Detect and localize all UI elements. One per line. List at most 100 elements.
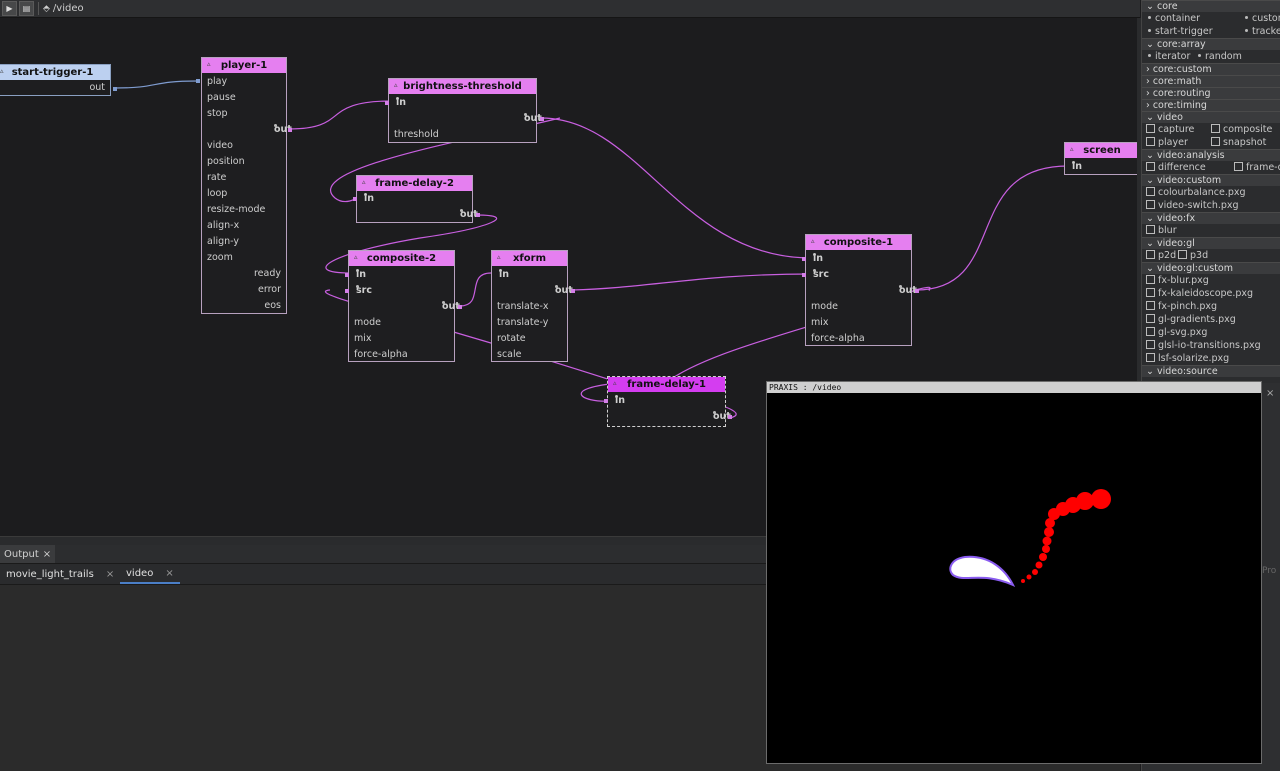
palette-category-core-routing[interactable]: › core:routing [1142, 87, 1280, 99]
node-header[interactable]: ▵composite-2 [349, 251, 454, 266]
port-in[interactable]: in [615, 395, 626, 406]
palette-item[interactable]: gl-gradients.pxg [1146, 313, 1236, 326]
collapse-icon[interactable]: ▵ [394, 81, 398, 89]
port-mix[interactable]: mix [354, 333, 372, 344]
tab-movie-light-trails[interactable]: movie_light_trails × [0, 564, 120, 584]
palette-category-video-source[interactable]: ⌄ video:source [1142, 365, 1280, 377]
close-icon[interactable]: × [1266, 388, 1275, 399]
node-frame-delay-1[interactable]: ▵frame-delay-1 in out [604, 376, 732, 427]
port-mix[interactable]: mix [811, 317, 829, 328]
port-stop[interactable]: stop [207, 108, 228, 119]
port-out[interactable]: out [460, 209, 478, 220]
port-eos[interactable]: eos [264, 300, 281, 311]
palette-item[interactable]: fx-kaleidoscope.pxg [1146, 287, 1253, 300]
port-ready[interactable]: ready [253, 268, 281, 279]
port-connector[interactable] [345, 289, 349, 293]
palette-item[interactable]: iterator [1146, 50, 1190, 63]
palette-category-core-timing[interactable]: › core:timing [1142, 99, 1280, 111]
port-zoom[interactable]: zoom [207, 252, 233, 263]
video-preview-window[interactable]: PRAXIS : /video [766, 381, 1262, 764]
port-mode[interactable]: mode [354, 317, 381, 328]
port-connector[interactable] [196, 79, 200, 83]
port-in[interactable]: in [364, 193, 375, 204]
port-threshold[interactable]: threshold [394, 129, 439, 140]
port-resize-mode[interactable]: resize-mode [207, 204, 266, 215]
palette-category-core-math[interactable]: › core:math [1142, 75, 1280, 87]
node-start-trigger[interactable]: ▵start-trigger-1 out [0, 64, 117, 96]
palette-item[interactable]: composite [1211, 123, 1272, 136]
palette-item[interactable]: container [1146, 12, 1200, 25]
port-connector[interactable] [802, 273, 806, 277]
play-icon[interactable]: ▶ [2, 1, 17, 16]
port-loop[interactable]: loop [207, 188, 228, 199]
tab-video[interactable]: video × [120, 564, 180, 584]
palette-item[interactable]: random [1196, 50, 1242, 63]
palette-category-core-array[interactable]: ⌄ core:array [1142, 38, 1280, 50]
port-pause[interactable]: pause [207, 92, 236, 103]
port-connector[interactable] [604, 399, 608, 403]
collapse-icon[interactable]: ▵ [0, 67, 4, 75]
port-connector[interactable] [345, 273, 349, 277]
port-force-alpha[interactable]: force-alpha [354, 349, 408, 360]
palette-item[interactable]: start-trigger [1146, 25, 1213, 38]
palette-item[interactable]: gl-svg.pxg [1146, 326, 1207, 339]
port-connector[interactable] [728, 415, 732, 419]
node-screen[interactable]: ▵screen in [1064, 142, 1140, 175]
palette-item[interactable]: fx-blur.pxg [1146, 274, 1209, 287]
port-connector[interactable] [288, 128, 292, 132]
collapse-icon[interactable]: ▵ [207, 60, 211, 68]
port-error[interactable]: error [258, 284, 281, 295]
port-connector[interactable] [540, 117, 544, 121]
save-icon[interactable]: ▤ [19, 1, 34, 16]
graph-scrollbar[interactable] [1137, 18, 1141, 536]
node-xform[interactable]: ▵xform in out translate-x translate-y ro… [491, 250, 575, 362]
palette-item[interactable]: fx-pinch.pxg [1146, 300, 1217, 313]
palette-item[interactable]: video-switch.pxg [1146, 199, 1239, 212]
port-out[interactable]: out [555, 285, 573, 296]
port-connector[interactable] [571, 289, 575, 293]
port-connector[interactable] [915, 289, 919, 293]
port-connector[interactable] [353, 197, 357, 201]
node-composite-2[interactable]: ▵composite-2 in src out mode mix force-a… [345, 250, 462, 362]
port-connector[interactable] [113, 87, 117, 91]
port-video[interactable]: video [207, 140, 233, 151]
palette-category-video-gl[interactable]: ⌄ video:gl [1142, 237, 1280, 249]
node-header[interactable]: ▵start-trigger-1 [0, 65, 110, 80]
palette-item[interactable]: blur [1146, 224, 1177, 237]
port-mode[interactable]: mode [811, 301, 838, 312]
port-in[interactable]: in [1072, 161, 1083, 172]
node-header[interactable]: ▵composite-1 [806, 235, 911, 250]
palette-item[interactable]: frame-d [1234, 161, 1280, 174]
palette-item[interactable]: snapshot [1211, 136, 1266, 149]
palette-category-core-custom[interactable]: › core:custom [1142, 63, 1280, 75]
port-translate-y[interactable]: translate-y [497, 317, 549, 328]
port-out[interactable]: out [274, 124, 292, 135]
node-header[interactable]: ▵player-1 [202, 58, 286, 73]
port-in[interactable]: in [499, 269, 510, 280]
port-rate[interactable]: rate [207, 172, 227, 183]
palette-item[interactable]: colourbalance.pxg [1146, 186, 1246, 199]
port-translate-x[interactable]: translate-x [497, 301, 549, 312]
palette-item[interactable]: difference [1146, 161, 1206, 174]
node-header[interactable]: ▵frame-delay-2 [357, 176, 472, 191]
close-icon[interactable]: × [42, 548, 52, 560]
palette-item[interactable]: p2d [1146, 249, 1176, 262]
palette-item[interactable]: player [1146, 136, 1188, 149]
port-position[interactable]: position [207, 156, 245, 167]
collapse-icon[interactable]: ▵ [354, 253, 358, 261]
breadcrumb[interactable]: ⬘ /video [43, 3, 84, 14]
port-in[interactable]: in [356, 269, 367, 280]
port-connector[interactable] [802, 257, 806, 261]
collapse-icon[interactable]: ▵ [362, 178, 366, 186]
node-header[interactable]: ▵screen [1065, 143, 1139, 158]
port-play[interactable]: play [207, 76, 228, 87]
port-src[interactable]: src [813, 269, 829, 280]
port-connector[interactable] [385, 101, 389, 105]
palette-category-video-custom[interactable]: ⌄ video:custom [1142, 174, 1280, 186]
port-out[interactable]: out [89, 82, 105, 93]
port-in[interactable]: in [396, 97, 407, 108]
port-align-y[interactable]: align-y [207, 236, 240, 247]
collapse-icon[interactable]: ▵ [497, 253, 501, 261]
port-rotate[interactable]: rotate [497, 333, 526, 344]
palette-item[interactable]: tracker [1243, 25, 1280, 38]
